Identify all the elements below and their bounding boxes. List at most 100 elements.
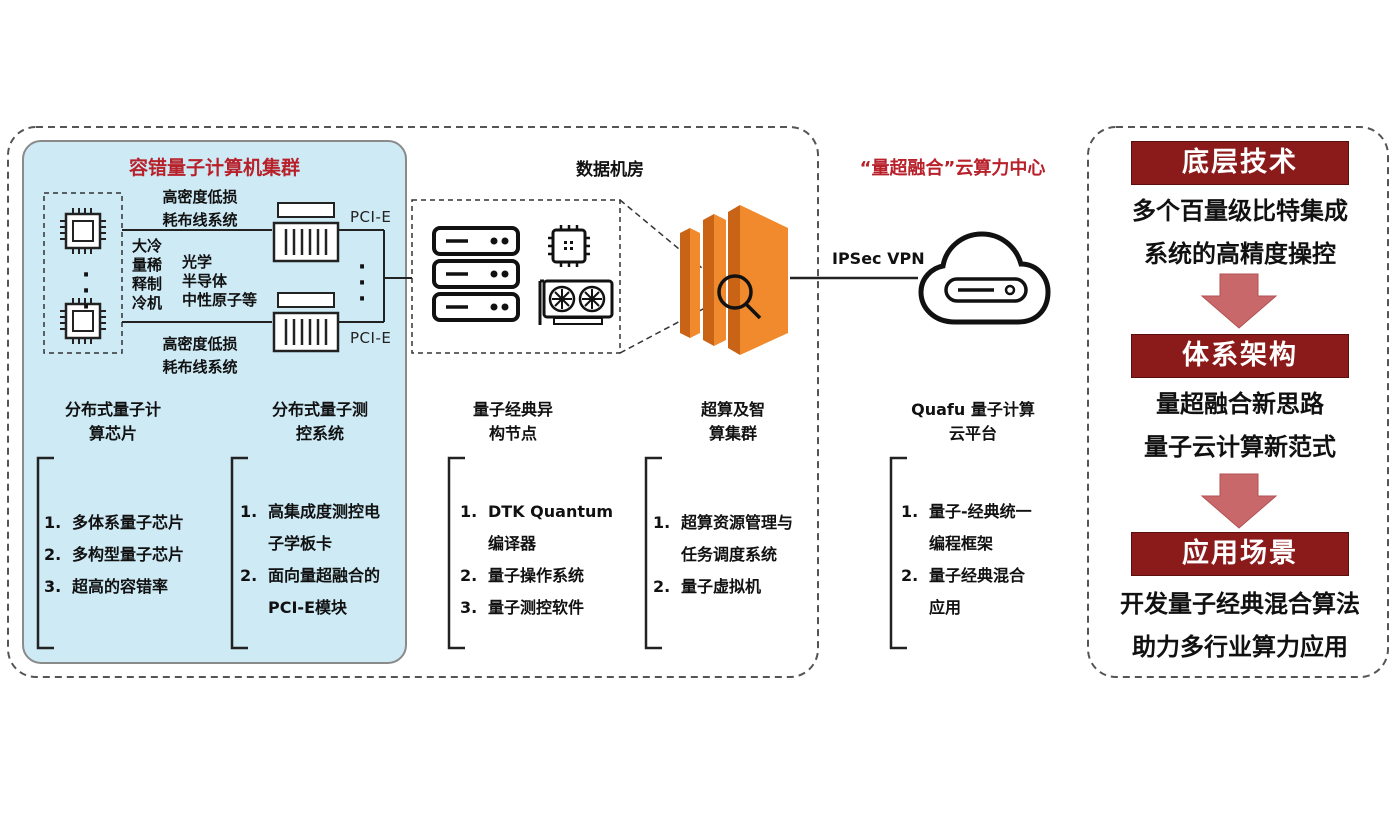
section-text-foundation: 多个百量级比特集成 系统的高精度操控 <box>1090 190 1390 276</box>
list-item: 3. 量子测控软件 <box>460 592 613 624</box>
physics-label-line: 中性原子等 <box>182 291 258 309</box>
list-item: 2.多构型量子芯片 <box>44 539 184 571</box>
list-item: 3. 超高的容错率 <box>44 571 184 603</box>
header-line: 算集群 <box>708 424 757 443</box>
header-line: 量子经典异 <box>472 400 553 419</box>
list-text: 量子测控软件 <box>488 598 585 617</box>
physics-label-line: 半导体 <box>182 272 228 290</box>
list-text: DTK Quantum <box>488 502 614 521</box>
list-text-continued: 应用 <box>929 598 962 617</box>
list-item: 2.量子经典混合 <box>901 560 1032 592</box>
fridge-label-line: 释制 <box>132 275 163 293</box>
hpc-column-header: 超算及智 算集群 <box>668 398 798 446</box>
section-text-applications: 开发量子经典混合算法 助力多行业算力应用 <box>1090 583 1390 669</box>
chip-column-header: 分布式量子计 算芯片 <box>48 398 178 446</box>
chip-feature-list: 1. 多体系量子芯片 2.多构型量子芯片 3. 超高的容错率 <box>44 507 184 603</box>
magnifier-icon <box>717 274 762 320</box>
chip-ellipsis: ··· <box>81 263 91 320</box>
section-text-architecture: 量超融合新思路 量子云计算新范式 <box>1090 383 1390 469</box>
section-line: 助力多行业算力应用 <box>1132 633 1348 661</box>
fridge-label-line: 量稀 <box>132 256 163 274</box>
list-number: 3. <box>460 598 478 617</box>
list-text: 超算资源管理与 <box>681 513 794 532</box>
section-line: 量子云计算新范式 <box>1144 433 1336 461</box>
list-text: 面向量超融合的 <box>268 566 381 585</box>
wiring-label-top: 高密度低损 耗布线系统 <box>150 186 250 232</box>
list-text-continued: 编程框架 <box>929 534 994 553</box>
list-text: 量子虚拟机 <box>681 577 762 596</box>
vpn-label: IPSec VPN <box>832 249 925 268</box>
pci-label-top: PCI-E <box>350 208 392 226</box>
list-item: 2. 量子虚拟机 <box>653 571 793 603</box>
list-text-continued: 任务调度系统 <box>681 545 778 564</box>
list-item: 2. 面向量超融合的 <box>240 560 380 592</box>
dilution-fridge-label: 大冷 量稀 释制 冷机 <box>132 237 162 313</box>
list-item: 1. 超算资源管理与 <box>653 507 793 539</box>
chip-icon <box>60 208 106 254</box>
wiring-label-line: 耗布线系统 <box>162 358 238 376</box>
list-number: 2. <box>460 566 478 585</box>
section-title-foundation: 底层技术 <box>1131 141 1349 185</box>
fridge-label-line: 冷机 <box>132 294 163 312</box>
datacenter-title: 数据机房 <box>576 160 644 180</box>
list-text: 多体系量子芯片 <box>72 513 185 532</box>
list-text: 量子-经典统一 <box>929 502 1032 521</box>
list-item: 1. 多体系量子芯片 <box>44 507 184 539</box>
list-number: 3. <box>44 577 62 596</box>
hpc-feature-list: 1. 超算资源管理与 任务调度系统 2. 量子虚拟机 <box>653 507 793 603</box>
node-feature-list: 1. DTK Quantum 编译器 2. 量子操作系统 3. 量子测控软件 <box>460 496 613 624</box>
section-line: 多个百量级比特集成 <box>1132 197 1348 225</box>
header-line: 算芯片 <box>88 424 137 443</box>
header-line: 构节点 <box>488 424 537 443</box>
list-text: 量子操作系统 <box>488 566 585 585</box>
list-number: 1. <box>653 513 671 532</box>
wiring-label-line: 耗布线系统 <box>162 211 238 229</box>
cloud-icon <box>918 231 1051 325</box>
list-number: 1. <box>240 502 258 521</box>
control-board-icon <box>272 292 340 353</box>
cluster-title: 容错量子计算机集群 <box>128 157 300 179</box>
down-arrow <box>1200 273 1278 329</box>
list-text-continued: 子学板卡 <box>268 534 333 553</box>
physics-label-line: 光学 <box>182 253 213 271</box>
hpc-cluster-icon <box>680 205 788 355</box>
list-text: 量子经典混合 <box>929 566 1026 585</box>
list-number: 1. <box>460 502 478 521</box>
list-text-continued: 编译器 <box>488 534 537 553</box>
list-item: 1. 量子-经典统一 <box>901 496 1032 528</box>
header-line: 分布式量子计 <box>64 400 161 419</box>
list-item: 1. 高集成度测控电 <box>240 496 380 528</box>
quantum-cluster-panel <box>22 140 407 664</box>
list-number: 1. <box>901 502 919 521</box>
section-line: 系统的高精度操控 <box>1144 240 1336 268</box>
chip-icon <box>60 298 106 344</box>
control-board-icon <box>272 202 340 263</box>
section-title-applications: 应用场景 <box>1131 532 1349 576</box>
list-item: 1. DTK Quantum <box>460 496 613 528</box>
list-text: 高集成度测控电 <box>268 502 381 521</box>
cpu-icon <box>548 225 590 267</box>
board-ellipsis: ··· <box>357 255 367 312</box>
wiring-label-line: 高密度低损 <box>162 188 238 206</box>
header-line: 云平台 <box>948 424 997 443</box>
wiring-label-bottom: 高密度低损 耗布线系统 <box>150 333 250 379</box>
cloud-feature-list: 1. 量子-经典统一 编程框架 2.量子经典混合 应用 <box>901 496 1032 624</box>
section-title-architecture: 体系架构 <box>1131 334 1349 378</box>
server-rack-icon <box>432 226 520 322</box>
list-text: 超高的容错率 <box>72 577 169 596</box>
pci-label-bottom: PCI-E <box>350 329 392 347</box>
list-text-continued: PCI-E模块 <box>268 598 347 617</box>
down-arrow <box>1200 473 1278 529</box>
control-column-header: 分布式量子测 控系统 <box>255 398 385 446</box>
summary-dashed-frame <box>1087 126 1389 678</box>
list-number: 2. <box>653 577 671 596</box>
list-number: 2. <box>240 566 258 585</box>
cloud-column-header: Quafu 量子计算 云平台 <box>898 398 1048 446</box>
header-line: 分布式量子测 <box>271 400 368 419</box>
section-line: 开发量子经典混合算法 <box>1120 590 1360 618</box>
gpu-card-icon <box>538 279 614 325</box>
list-number: 1. <box>44 513 62 532</box>
section-line: 量超融合新思路 <box>1156 390 1324 418</box>
list-brackets <box>36 456 907 650</box>
